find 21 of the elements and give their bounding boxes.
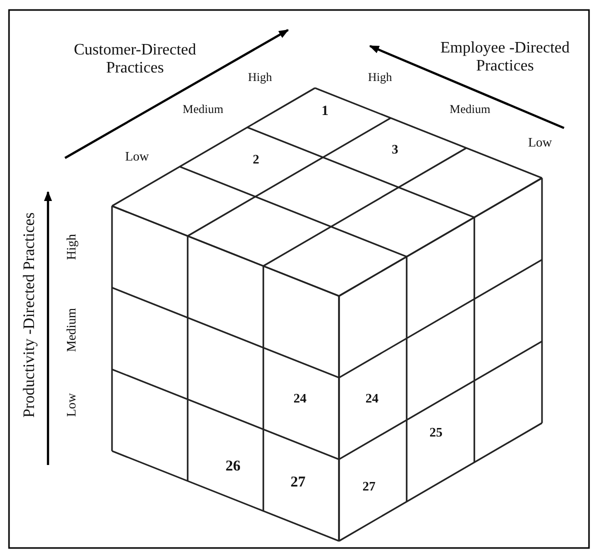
level-label: High (248, 71, 272, 85)
cell-number: 27 (362, 480, 376, 494)
axis-title: Employee -Directed Practices (439, 40, 571, 76)
cell-number: 27 (290, 474, 306, 492)
cell-number: 24 (366, 392, 378, 406)
level-label: High (64, 234, 80, 260)
level-label: Low (528, 136, 552, 150)
level-label: Medium (182, 103, 224, 117)
level-label: Medium (450, 103, 490, 117)
cell-number: 24 (294, 392, 306, 406)
level-label: High (368, 71, 392, 85)
cell-number: 1 (322, 104, 328, 120)
level-label: Medium (64, 308, 80, 352)
axis-title: Customer-Directed Practices (72, 42, 198, 78)
cell-number: 3 (392, 142, 398, 158)
cell-number: 26 (226, 458, 240, 476)
axis-title: Productivity -Directed Practices (20, 212, 39, 418)
level-label: Low (125, 150, 149, 164)
cell-number: 2 (252, 152, 260, 168)
cell-number: 25 (430, 426, 442, 440)
level-label: Low (64, 393, 80, 417)
